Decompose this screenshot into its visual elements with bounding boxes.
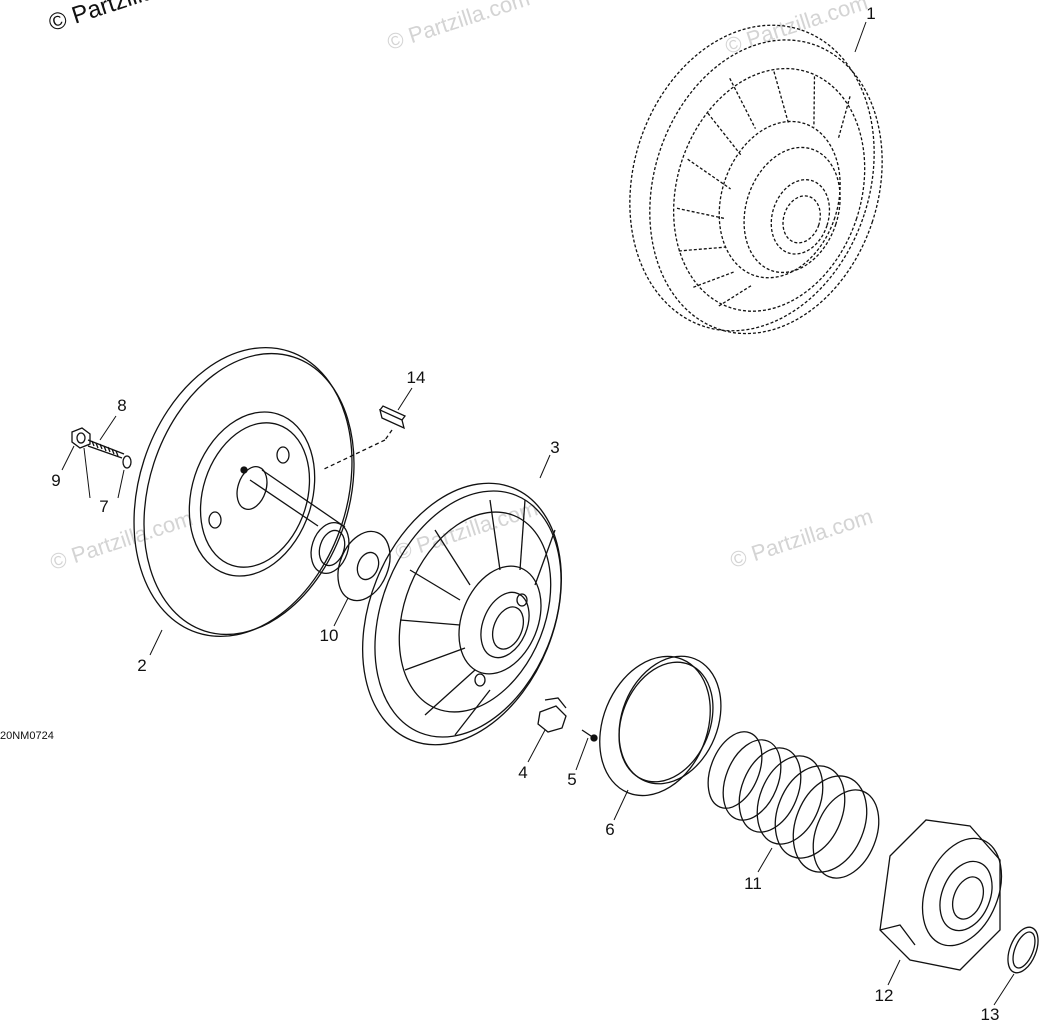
- callout-8: 8: [117, 396, 127, 415]
- callout-13: 13: [980, 1005, 1000, 1024]
- part-1-fixed-sheave: [629, 24, 883, 335]
- callout-11: 11: [744, 874, 762, 893]
- part-9-nut: [71, 427, 91, 449]
- part-10-washer: [337, 530, 391, 602]
- part-13-circlip: [1007, 926, 1039, 974]
- leader-lines: [61, 21, 1015, 1006]
- part-3-cam-sheave: [361, 482, 563, 746]
- callout-2: 2: [137, 656, 147, 675]
- part-4-slider-shoe: [537, 697, 567, 733]
- part-2-movable-sheave: [133, 346, 355, 638]
- callout-6: 6: [605, 820, 615, 839]
- callout-5: 5: [567, 770, 577, 789]
- part-5-screw: [581, 729, 598, 742]
- callout-14: 14: [406, 368, 426, 387]
- part-8-screw: [87, 439, 125, 459]
- callout-3: 3: [550, 438, 560, 457]
- drawing-code: 20NM0724: [0, 730, 54, 742]
- callout-10: 10: [319, 626, 339, 645]
- part-6-ring: [599, 655, 722, 797]
- callout-7: 7: [99, 497, 109, 516]
- part-11-spring: [707, 731, 880, 879]
- part-12-cam: [879, 819, 1003, 971]
- callout-4: 4: [518, 763, 528, 782]
- callout-12: 12: [874, 986, 894, 1005]
- callout-1: 1: [866, 4, 876, 23]
- part-14-key: [321, 405, 407, 471]
- callout-9: 9: [51, 471, 61, 490]
- part-7-washer: [122, 455, 132, 469]
